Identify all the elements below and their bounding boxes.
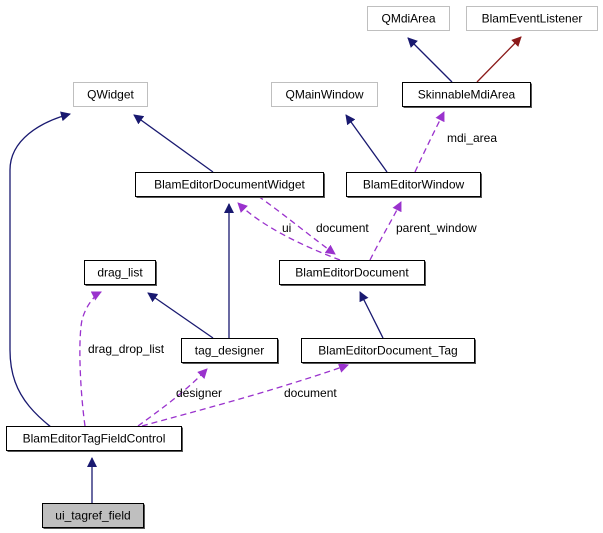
node-shadow <box>347 173 482 198</box>
node-box <box>279 260 425 285</box>
edge-tag_designer-to-drag_list <box>147 292 214 339</box>
node-box <box>402 82 531 107</box>
node-box <box>301 338 475 363</box>
node-shadow <box>403 83 532 108</box>
node-BlamEditorDocument_Tag[interactable]: BlamEditorDocument_Tag <box>301 338 476 364</box>
node-BlamEditorDocument[interactable]: BlamEditorDocument <box>279 260 426 286</box>
edge-BlamEditorWindow-to-QMainWindow <box>345 114 388 173</box>
node-box <box>346 172 481 197</box>
edge-label-document: document <box>316 221 369 235</box>
node-label: BlamEventListener <box>482 12 583 26</box>
node-QWidget: QWidget <box>73 82 148 107</box>
edge-label-document: document <box>284 386 337 400</box>
edge-BlamEditorTagFieldControl-to-BlamEditorDocument_Tag <box>141 363 349 427</box>
node-box <box>367 6 450 31</box>
node-box <box>73 82 148 107</box>
edge-BlamEditorTagFieldControl-to-drag_list <box>79 291 102 427</box>
node-box <box>42 503 144 528</box>
edge-label-drag_drop_list: drag_drop_list <box>88 342 165 356</box>
node-shadow <box>43 504 145 529</box>
node-BlamEventListener: BlamEventListener <box>466 6 598 31</box>
edge-BlamEditorDocumentWidget-to-QWidget <box>133 114 214 173</box>
node-drag_list[interactable]: drag_list <box>84 260 157 286</box>
edge-BlamEditorWindow-to-SkinnableMdiArea <box>414 111 445 173</box>
edge-BlamEditorTagFieldControl-to-QWidget <box>9 111 83 451</box>
edge-label-mdi_area: mdi_area <box>447 131 497 145</box>
node-QMainWindow: QMainWindow <box>271 82 378 107</box>
node-label: SkinnableMdiArea <box>418 88 516 102</box>
node-label: BlamEditorTagFieldControl <box>23 432 166 446</box>
edge-SkinnableMdiArea-to-QMdiArea <box>407 37 453 83</box>
edge-BlamEditorDocument-to-BlamEditorWindow <box>369 201 402 261</box>
node-box <box>135 172 324 197</box>
edge-SkinnableMdiArea-to-BlamEventListener <box>476 36 522 83</box>
node-box <box>181 338 278 363</box>
node-label: drag_list <box>97 266 143 280</box>
node-SkinnableMdiArea[interactable]: SkinnableMdiArea <box>402 82 532 108</box>
node-label: BlamEditorDocumentWidget <box>154 178 305 192</box>
node-BlamEditorWindow[interactable]: BlamEditorWindow <box>346 172 482 198</box>
node-shadow <box>182 339 279 364</box>
node-label: ui_tagref_field <box>55 509 130 523</box>
node-shadow <box>302 339 476 364</box>
node-box <box>466 6 598 31</box>
node-label: BlamEditorWindow <box>363 178 465 192</box>
node-tag_designer[interactable]: tag_designer <box>181 338 279 364</box>
edge-BlamEditorDocument_Tag-to-BlamEditorDocument <box>359 291 384 339</box>
node-shadow <box>7 427 183 452</box>
node-BlamEditorDocumentWidget[interactable]: BlamEditorDocumentWidget <box>135 172 325 198</box>
node-box <box>84 260 156 285</box>
edge-BlamEditorDocument-to-BlamEditorDocumentWidget <box>237 202 341 261</box>
edge-label-designer: designer <box>176 386 222 400</box>
node-shadow <box>280 261 426 286</box>
node-label: QMdiArea <box>381 12 435 26</box>
node-box <box>6 426 182 451</box>
node-ui_tagref_field: ui_tagref_field <box>42 503 145 529</box>
node-shadow <box>85 261 157 286</box>
node-label: QMainWindow <box>285 88 363 102</box>
edge-BlamEditorTagFieldControl-to-tag_designer <box>137 368 208 427</box>
node-shadow <box>136 173 325 198</box>
node-box <box>271 82 378 107</box>
node-label: BlamEditorDocument_Tag <box>318 344 457 358</box>
node-label: tag_designer <box>195 344 264 358</box>
node-label: BlamEditorDocument <box>295 266 409 280</box>
edge-label-parent_window: parent_window <box>396 221 477 235</box>
node-BlamEditorTagFieldControl[interactable]: BlamEditorTagFieldControl <box>6 426 183 452</box>
edge-label-ui: ui <box>282 221 291 235</box>
node-QMdiArea: QMdiArea <box>367 6 450 31</box>
node-label: QWidget <box>87 88 134 102</box>
edge-BlamEditorDocumentWidget-to-BlamEditorDocument <box>257 195 336 255</box>
